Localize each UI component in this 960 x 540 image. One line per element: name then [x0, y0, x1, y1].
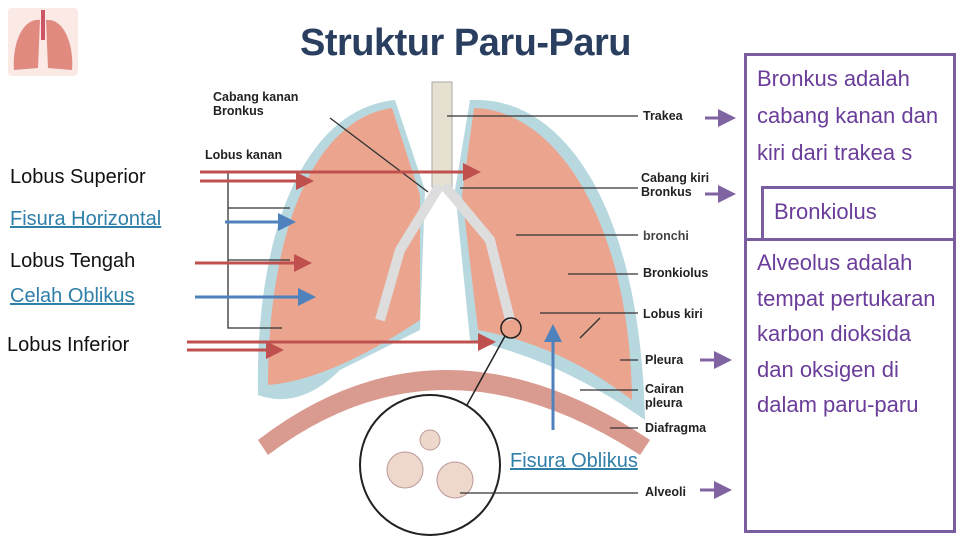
link-fisura-oblikus[interactable]: Fisura Oblikus: [510, 450, 638, 472]
link-fisura-horizontal[interactable]: Fisura Horizontal: [10, 208, 162, 230]
page-title: Struktur Paru-Paru: [300, 22, 631, 64]
label-cairan: Cairan: [645, 382, 684, 396]
label-lobus-tengah: Lobus Tengah: [10, 250, 136, 272]
label-cabang-kanan: Cabang kanan: [213, 90, 299, 104]
label-lobus-kiri: Lobus kiri: [643, 307, 703, 321]
label-alveoli: Alveoli: [645, 485, 686, 499]
label-bronkus-kanan: Bronkus: [213, 104, 264, 118]
label-pleura: Pleura: [645, 353, 684, 367]
label-bronkiolus: Bronkiolus: [643, 266, 709, 280]
alveolus-info-box: Alveolus adalah tempat pertukaran karbon…: [744, 238, 956, 533]
label-cairan-pleura: pleura: [645, 396, 683, 410]
label-trakea: Trakea: [643, 109, 683, 123]
label-lobus-superior: Lobus Superior: [10, 166, 146, 188]
bronkiolus-info-box: Bronkiolus adalah: [761, 186, 956, 246]
link-celah-oblikus[interactable]: Celah Oblikus: [10, 285, 135, 307]
lungs-icon: [8, 8, 78, 76]
label-bronkus-kiri: Bronkus: [641, 185, 692, 199]
label-lobus-kanan: Lobus kanan: [205, 148, 283, 162]
label-bronchi: bronchi: [643, 229, 689, 243]
label-diafragma: Diafragma: [645, 421, 707, 435]
label-lobus-inferior: Lobus Inferior: [7, 334, 130, 356]
label-cabang-kiri: Cabang kiri: [641, 171, 710, 185]
